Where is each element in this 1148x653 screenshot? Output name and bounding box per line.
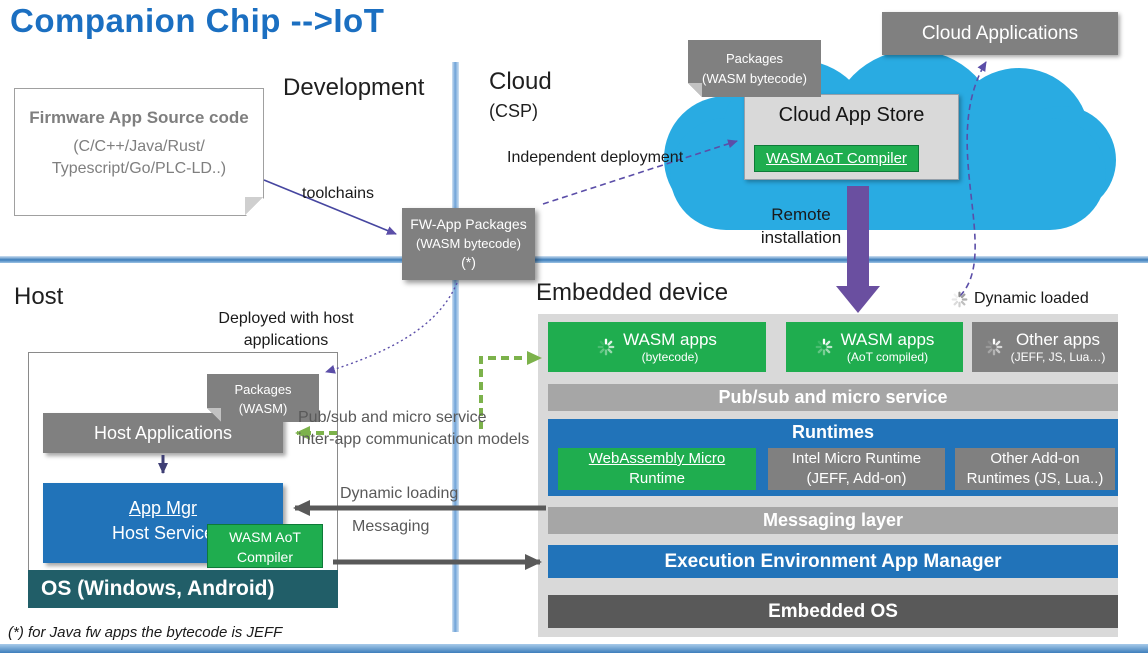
remote-installation-label: Remote installation (745, 203, 857, 249)
note-line: (WASM) (238, 401, 288, 416)
wasm-apps-bytecode-box: WASM apps (bytecode) (548, 322, 766, 372)
csp-label: (CSP) (489, 101, 538, 121)
messaging-label: Messaging (352, 518, 430, 535)
spinner-icon (597, 338, 615, 356)
runtime-line: Other Add-on (990, 450, 1080, 467)
messaging-layer-bar: Messaging layer (548, 507, 1118, 534)
fw-pkg-line: (WASM bytecode) (416, 236, 521, 251)
runtime-line: Runtime (629, 470, 685, 487)
other-apps-box: Other apps (JEFF, JS, Lua…) (972, 322, 1118, 372)
host-label: Host (14, 283, 64, 310)
independent-deployment-label: Independent deployment (507, 149, 684, 166)
runtime-line: WebAssembly Micro (588, 450, 726, 467)
cloud-applications-box: Cloud Applications (882, 12, 1118, 55)
deployed-line: Deployed with host (218, 310, 354, 327)
webassembly-micro-runtime-box: WebAssembly Micro Runtime (558, 448, 756, 490)
runtime-line: Intel Micro Runtime (791, 450, 922, 467)
deployed-line: applications (243, 332, 329, 349)
other-addon-runtimes-box: Other Add-on Runtimes (JS, Lua..) (955, 448, 1115, 490)
app-box-line: (JEFF, JS, Lua…) (1010, 350, 1106, 364)
fw-pkg-line: FW-App Packages (410, 216, 527, 232)
dynamic-loaded-label: Dynamic loaded (951, 290, 1089, 308)
packages-wasm-note: Packages (WASM) (207, 374, 319, 422)
firmware-source-box: Firmware App Source code (C/C++/Java/Rus… (14, 88, 264, 216)
folded-corner (245, 197, 263, 215)
app-box-line: (bytecode) (641, 350, 699, 364)
dynamic-loading-label: Dynamic loading (340, 485, 459, 502)
wasm-apps-aot-box: WASM apps (AoT compiled) (786, 322, 963, 372)
app-mgr-line: App Mgr (128, 498, 198, 518)
development-label: Development (283, 74, 425, 101)
wasm-aot-compiler-label: WASM AoT Compiler (766, 150, 907, 167)
embedded-os-bar: Embedded OS (548, 595, 1118, 628)
toolchains-label: toolchains (302, 185, 375, 202)
pubsub-service-bar: Pub/sub and micro service (548, 384, 1118, 411)
firmware-source-line: Typescript/Go/PLC-LD..) (51, 160, 227, 177)
runtime-line: Runtimes (JS, Lua..) (966, 470, 1104, 487)
runtimes-panel: Runtimes WebAssembly Micro Runtime Intel… (548, 419, 1118, 496)
note-line: (WASM bytecode) (702, 71, 807, 86)
pubsub-models-line: Pub/sub and micro service (298, 409, 487, 426)
deployed-with-host-label: Deployed with host applications (205, 308, 367, 352)
cloud-app-store-box: Cloud App Store WASM AoT Compiler (744, 94, 959, 180)
firmware-source-title: Firmware App Source code (29, 108, 249, 127)
note-line: Packages (725, 51, 784, 66)
page-title: Companion Chip -->IoT (10, 2, 385, 39)
cloud-label: Cloud (489, 68, 552, 95)
host-os-bar: OS (Windows, Android) (28, 570, 338, 608)
host-compiler-line: Compiler (236, 549, 293, 565)
vertical-divider (452, 62, 459, 632)
spinner-icon (951, 291, 968, 307)
footnote: (*) for Java fw apps the bytecode is JEF… (8, 624, 283, 641)
app-box-line: WASM apps (840, 330, 935, 349)
execution-environment-bar: Execution Environment App Manager (548, 545, 1118, 578)
host-wasm-aot-compiler-box: WASM AoT Compiler (207, 524, 323, 568)
cloud-app-store-title: Cloud App Store (778, 104, 925, 126)
fw-app-packages-box: FW-App Packages (WASM bytecode) (*) (402, 208, 535, 280)
app-box-line: (AoT compiled) (846, 350, 929, 364)
remote-installation-line: installation (760, 228, 842, 247)
firmware-source-line: (C/C++/Java/Rust/ (73, 138, 205, 155)
spinner-icon (985, 338, 1003, 356)
pubsub-models-line: inter-app communication models (298, 431, 530, 448)
folded-corner (688, 83, 702, 97)
fw-pkg-line: (*) (461, 254, 476, 270)
wasm-aot-compiler-box: WASM AoT Compiler (754, 145, 919, 172)
spinner-icon (815, 338, 832, 356)
runtimes-title: Runtimes (791, 422, 874, 442)
runtime-line: (JEFF, Add-on) (806, 470, 907, 487)
note-line: Packages (234, 382, 292, 397)
intel-micro-runtime-box: Intel Micro Runtime (JEFF, Add-on) (768, 448, 945, 490)
app-box-line: WASM apps (623, 330, 717, 349)
host-compiler-line: WASM AoT (229, 529, 301, 545)
embedded-device-label: Embedded device (536, 279, 729, 306)
bottom-border-strip (0, 644, 1148, 653)
packages-wasm-bytecode-note: Packages (WASM bytecode) (688, 40, 821, 97)
dynamic-loaded-text: Dynamic loaded (974, 290, 1089, 307)
horizontal-divider (0, 256, 1148, 263)
remote-installation-line: Remote (771, 205, 831, 224)
app-box-line: Other apps (1015, 330, 1101, 349)
pubsub-models-label: Pub/sub and micro service inter-app comm… (298, 407, 529, 451)
app-mgr-line: Host Service (111, 523, 215, 543)
